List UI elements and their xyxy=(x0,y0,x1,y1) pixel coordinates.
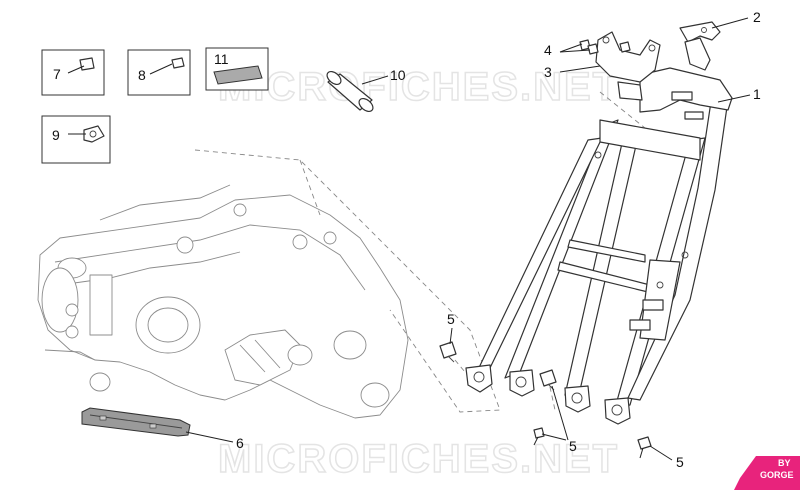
bolt-5-low-left xyxy=(533,427,545,446)
support-bracket xyxy=(595,31,661,101)
callout-11[interactable]: 11 xyxy=(214,51,229,67)
spacer-tube xyxy=(326,70,374,113)
alignment-line-bolt xyxy=(547,377,556,411)
bolt-5-low-right xyxy=(637,436,652,459)
callout-4[interactable]: 4 xyxy=(544,42,552,58)
callout-9[interactable]: 9 xyxy=(52,127,60,143)
callout-5-top[interactable]: 5 xyxy=(447,311,455,327)
rear-subframe xyxy=(465,67,733,425)
callout-10[interactable]: 10 xyxy=(390,67,406,83)
mount-foot-4 xyxy=(604,397,631,425)
alignment-line-top xyxy=(299,159,321,216)
bolt-5-top xyxy=(439,341,457,363)
watermark-top: MICROFICHES.NET xyxy=(218,65,619,109)
box-part-7[interactable] xyxy=(41,49,105,96)
mount-foot-2 xyxy=(509,369,535,397)
seat-bracket xyxy=(679,21,721,71)
callout-3[interactable]: 3 xyxy=(544,64,552,80)
callout-5-middle[interactable]: 5 xyxy=(569,438,577,454)
logo-line1: BY xyxy=(778,458,791,468)
logo-line2: GORGE xyxy=(760,470,794,480)
protection-strip xyxy=(81,407,191,437)
small-bolt-set xyxy=(579,39,631,55)
callout-7[interactable]: 7 xyxy=(53,66,61,82)
box-part-11[interactable] xyxy=(205,47,269,91)
mount-foot-3 xyxy=(564,385,591,413)
box-part-9[interactable] xyxy=(41,115,111,164)
mount-foot-1 xyxy=(465,364,493,393)
callout-1[interactable]: 1 xyxy=(753,86,761,102)
leader-lines xyxy=(185,17,751,461)
bolt-5-mid xyxy=(539,369,557,391)
gorge-logo: BY GORGE xyxy=(734,456,800,490)
callout-5-bottom[interactable]: 5 xyxy=(676,454,684,470)
callout-2[interactable]: 2 xyxy=(753,9,761,25)
callout-8[interactable]: 8 xyxy=(138,67,146,83)
main-frame-reference xyxy=(37,184,409,419)
watermark-bottom: MICROFICHES.NET xyxy=(218,437,619,481)
box-part-8[interactable] xyxy=(127,49,191,96)
callout-6[interactable]: 6 xyxy=(236,435,244,451)
